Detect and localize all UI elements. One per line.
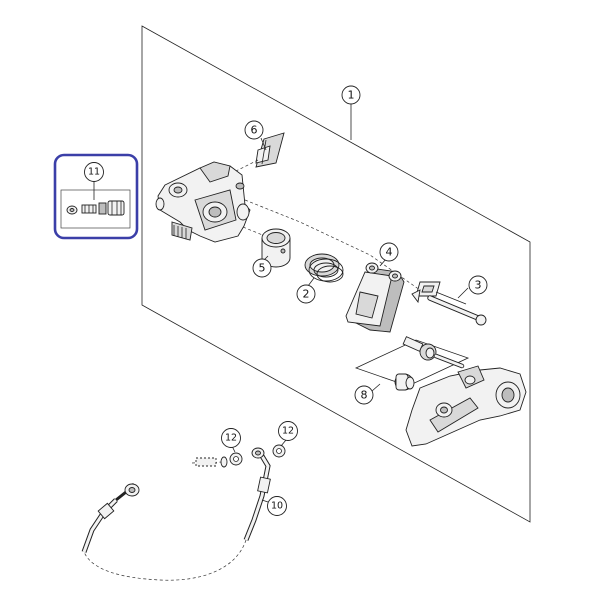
guide-pin[interactable]	[402, 336, 465, 369]
callout-5-label: 5	[259, 262, 266, 275]
part-11-highlight-box[interactable]	[53, 153, 139, 240]
callout-12-right[interactable]: 12	[278, 421, 298, 441]
caliper-support-bracket[interactable]	[405, 365, 527, 447]
callout-11-label: 11	[88, 167, 100, 178]
bleed-valve-set[interactable]	[66, 200, 125, 216]
callout-6[interactable]: 6	[244, 120, 264, 140]
pad-spring[interactable]	[255, 132, 285, 168]
callout-2[interactable]: 2	[296, 284, 316, 304]
callout-3[interactable]: 3	[468, 275, 488, 295]
part-8-bracket	[354, 339, 470, 387]
callout-12-left[interactable]: 12	[221, 428, 241, 448]
leader-8	[371, 383, 381, 392]
brake-pads[interactable]	[345, 262, 405, 333]
sealing-washer-left[interactable]	[229, 452, 243, 466]
callout-2-label: 2	[303, 288, 310, 301]
callout-10[interactable]: 10	[267, 496, 287, 516]
callout-8-label: 8	[361, 389, 368, 402]
pad-pin[interactable]	[411, 281, 487, 326]
piston-seal-kit[interactable]	[304, 253, 344, 283]
callout-8[interactable]: 8	[354, 385, 374, 405]
callout-4-label: 4	[386, 246, 393, 259]
callout-6-label: 6	[251, 124, 258, 137]
leader-10	[261, 499, 269, 503]
leader-12b	[280, 439, 287, 447]
banjo-bolt[interactable]	[191, 456, 228, 468]
callout-1[interactable]: 1	[341, 85, 361, 105]
piston[interactable]	[261, 228, 291, 268]
callout-5[interactable]: 5	[252, 258, 272, 278]
assembly-panel	[141, 25, 531, 523]
callout-4[interactable]: 4	[379, 242, 399, 262]
sealing-washer-right[interactable]	[272, 444, 286, 458]
callout-12-right-label: 12	[282, 426, 294, 437]
caliper-body[interactable]	[155, 161, 251, 243]
callout-10-label: 10	[271, 501, 283, 512]
brake-hose[interactable]	[81, 447, 271, 581]
guide-bushing[interactable]	[394, 373, 415, 391]
leader-6	[260, 137, 267, 151]
callout-3-label: 3	[475, 279, 482, 292]
callout-12-left-label: 12	[225, 433, 237, 444]
callout-1-label: 1	[348, 89, 355, 102]
part-11-inner-frame	[60, 189, 131, 229]
leader-3	[457, 287, 469, 299]
leader-2	[307, 277, 315, 287]
callout-11[interactable]: 11	[84, 162, 104, 182]
